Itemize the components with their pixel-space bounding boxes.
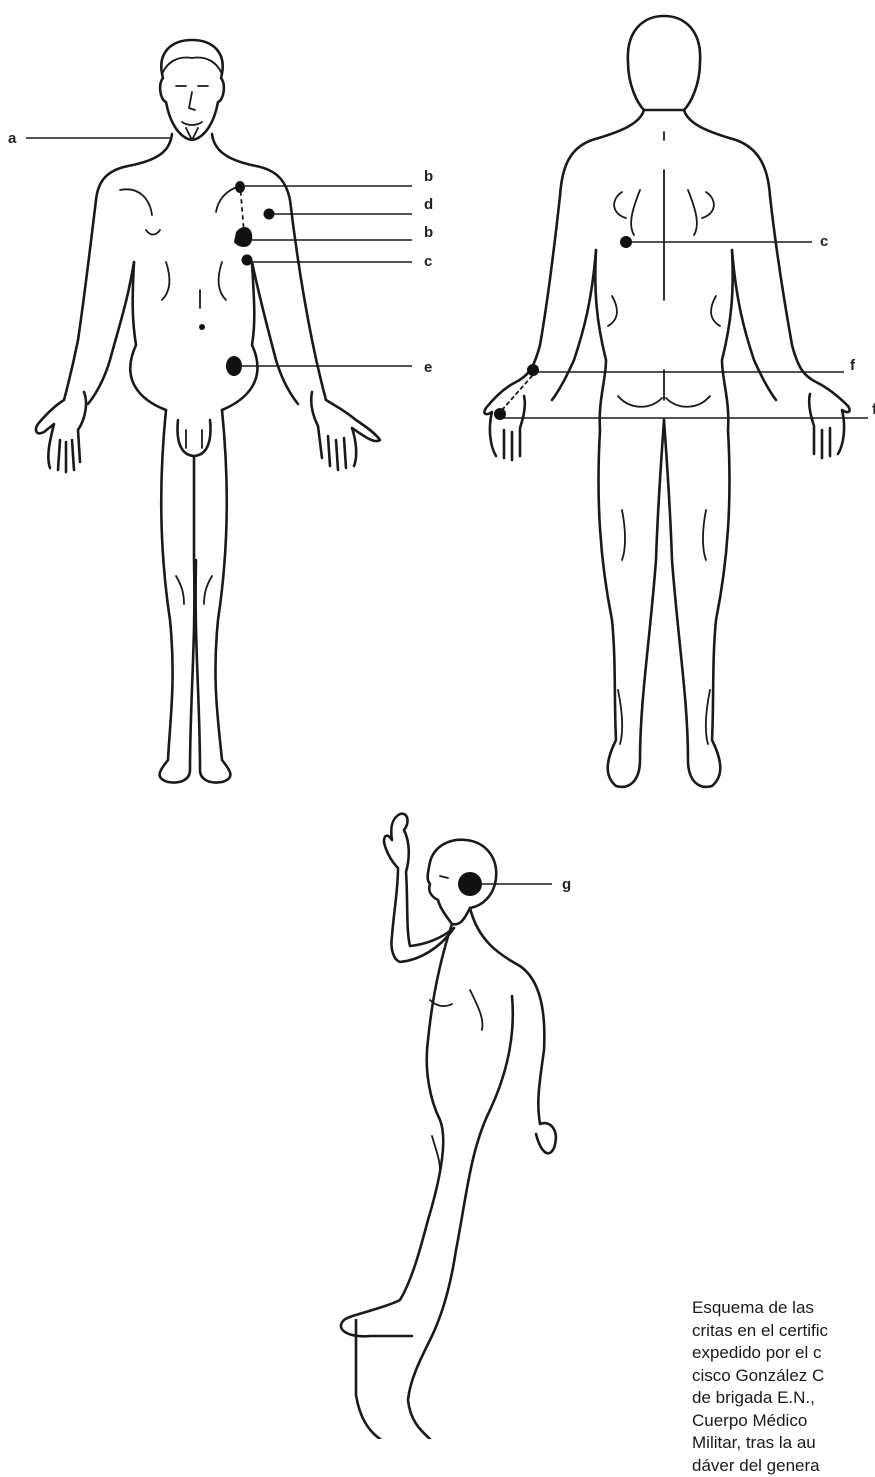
figure-caption: Esquema de las critas en el certific exp… [692, 1297, 875, 1477]
label-g: g [562, 876, 571, 893]
label-d: d [424, 196, 433, 213]
front-body-figure [36, 40, 380, 783]
wound-diagram: a b d b c e [0, 0, 875, 1439]
back-body-figure [484, 16, 849, 787]
side-body-figure [341, 814, 556, 1439]
label-e: e [424, 359, 432, 376]
label-c-front: c [424, 253, 432, 270]
label-a: a [8, 130, 17, 147]
label-b-lower: b [424, 224, 433, 241]
label-c-back: c [820, 233, 828, 250]
label-f-upper: f [850, 357, 856, 374]
label-b-upper: b [424, 168, 433, 185]
